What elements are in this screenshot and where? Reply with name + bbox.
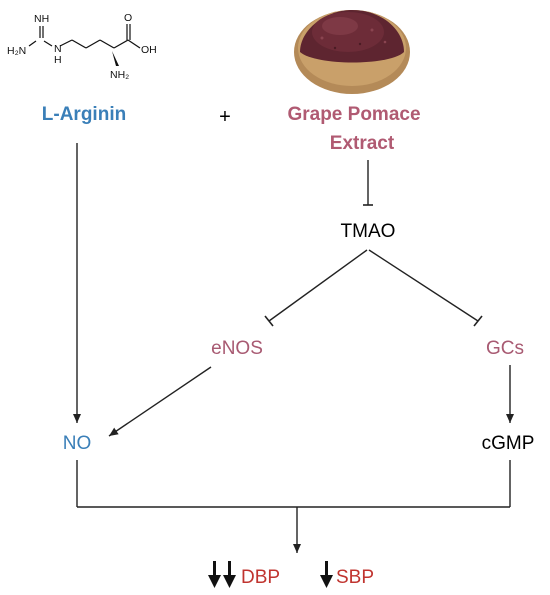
- molecule-nh2: NH₂: [110, 69, 129, 81]
- molecule-n-left: N: [54, 43, 62, 55]
- l-arginin-label: L-Arginin: [42, 104, 126, 125]
- down-arrow-icon: [320, 561, 333, 588]
- molecule-nh-top: NH: [34, 13, 49, 25]
- cgmp-label: cGMP: [482, 433, 535, 454]
- tmao-label: TMAO: [341, 221, 396, 242]
- plus-sign: +: [219, 106, 231, 128]
- sbp-label: SBP: [336, 567, 374, 588]
- down-arrow-icon: [208, 561, 221, 588]
- l-arginine-structure: NH H₂N N H O OH NH₂: [7, 12, 157, 81]
- inhibit-tmao-to-gcs: [368, 249, 479, 322]
- molecule-h2n: H₂N: [7, 45, 26, 57]
- molecule-oh: OH: [141, 44, 157, 56]
- grape-powder-bowl-icon: [294, 10, 410, 94]
- arrow-enos-to-no: [108, 366, 212, 437]
- molecule-h-left: H: [54, 54, 62, 66]
- inhibit-tmao-to-enos-bar: [264, 315, 274, 327]
- gcs-label: GCs: [486, 338, 524, 359]
- grape-pomace-extract-label-line2: Extract: [330, 133, 395, 154]
- inhibit-tmao-to-enos: [268, 249, 368, 322]
- grape-pomace-extract-label-line1: Grape Pomace: [287, 104, 420, 125]
- enos-label: eNOS: [211, 338, 263, 359]
- down-arrow-icon: [223, 561, 236, 588]
- inhibit-tmao-to-gcs-bar: [473, 315, 483, 327]
- dbp-label: DBP: [241, 567, 280, 588]
- no-label: NO: [63, 433, 92, 454]
- molecule-o-top: O: [124, 12, 132, 24]
